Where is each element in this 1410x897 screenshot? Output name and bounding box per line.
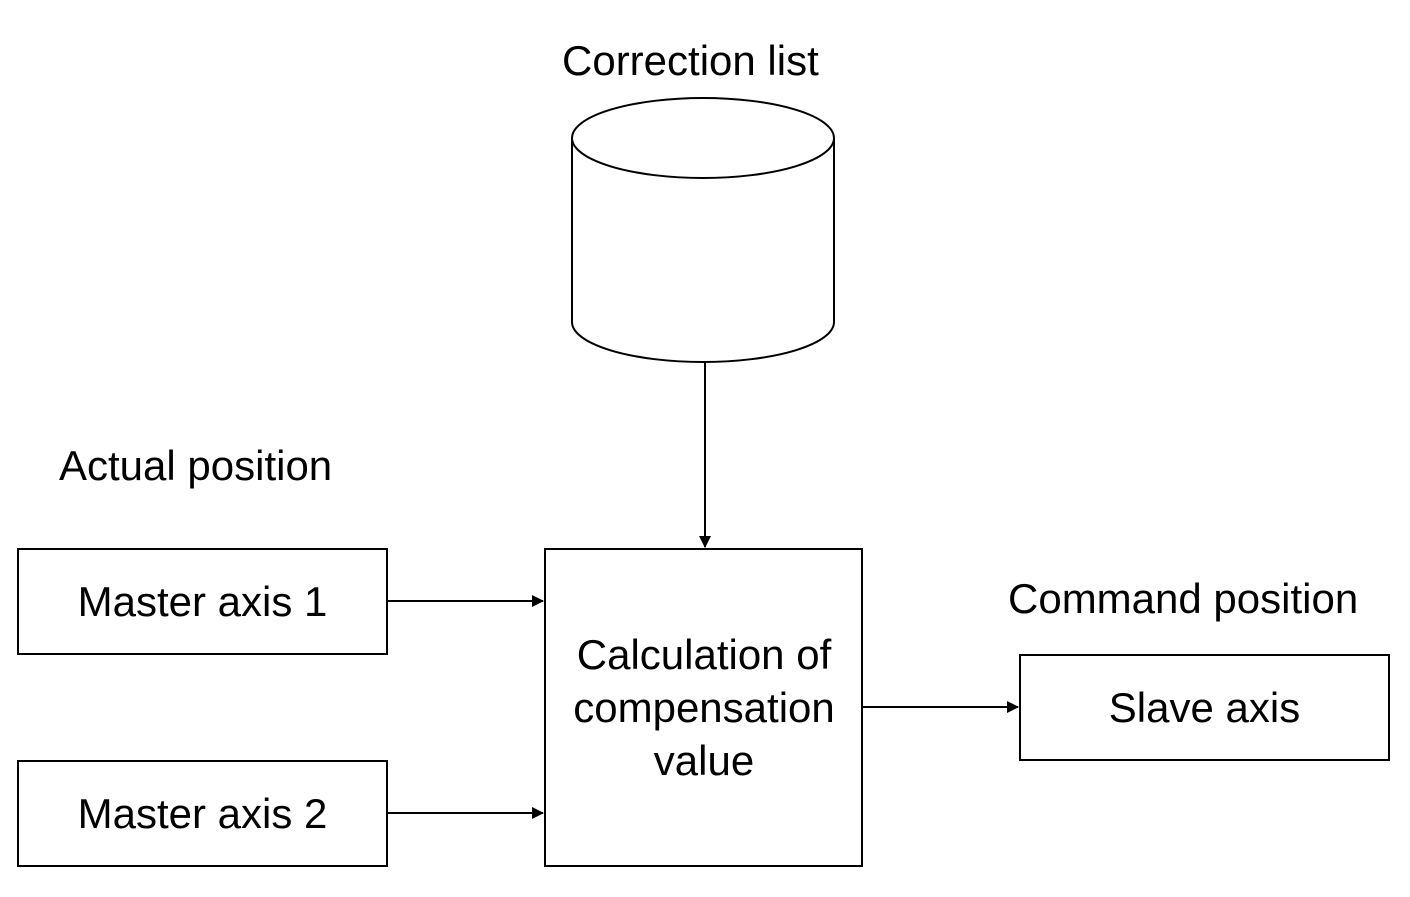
master-axis-1-label: Master axis 1: [77, 578, 328, 625]
actual-position-label: Actual position: [59, 442, 333, 489]
master-axis-2-label: Master axis 2: [77, 790, 328, 837]
master-axis-1-box: [17, 548, 388, 655]
slave-axis-label: Slave axis: [1108, 684, 1301, 731]
command-position-label: Command position: [1008, 575, 1359, 622]
master-axis-2-box: [17, 760, 388, 867]
cylinder-top: [571, 97, 835, 179]
calculation-label: Calculation of compensation value: [573, 631, 835, 784]
slave-axis-box: [1019, 654, 1390, 761]
correction-list-label: Correction list: [562, 37, 819, 84]
cylinder-body: [571, 138, 835, 363]
calculation-box: [544, 548, 863, 867]
correction-list-database-icon: [571, 97, 835, 363]
